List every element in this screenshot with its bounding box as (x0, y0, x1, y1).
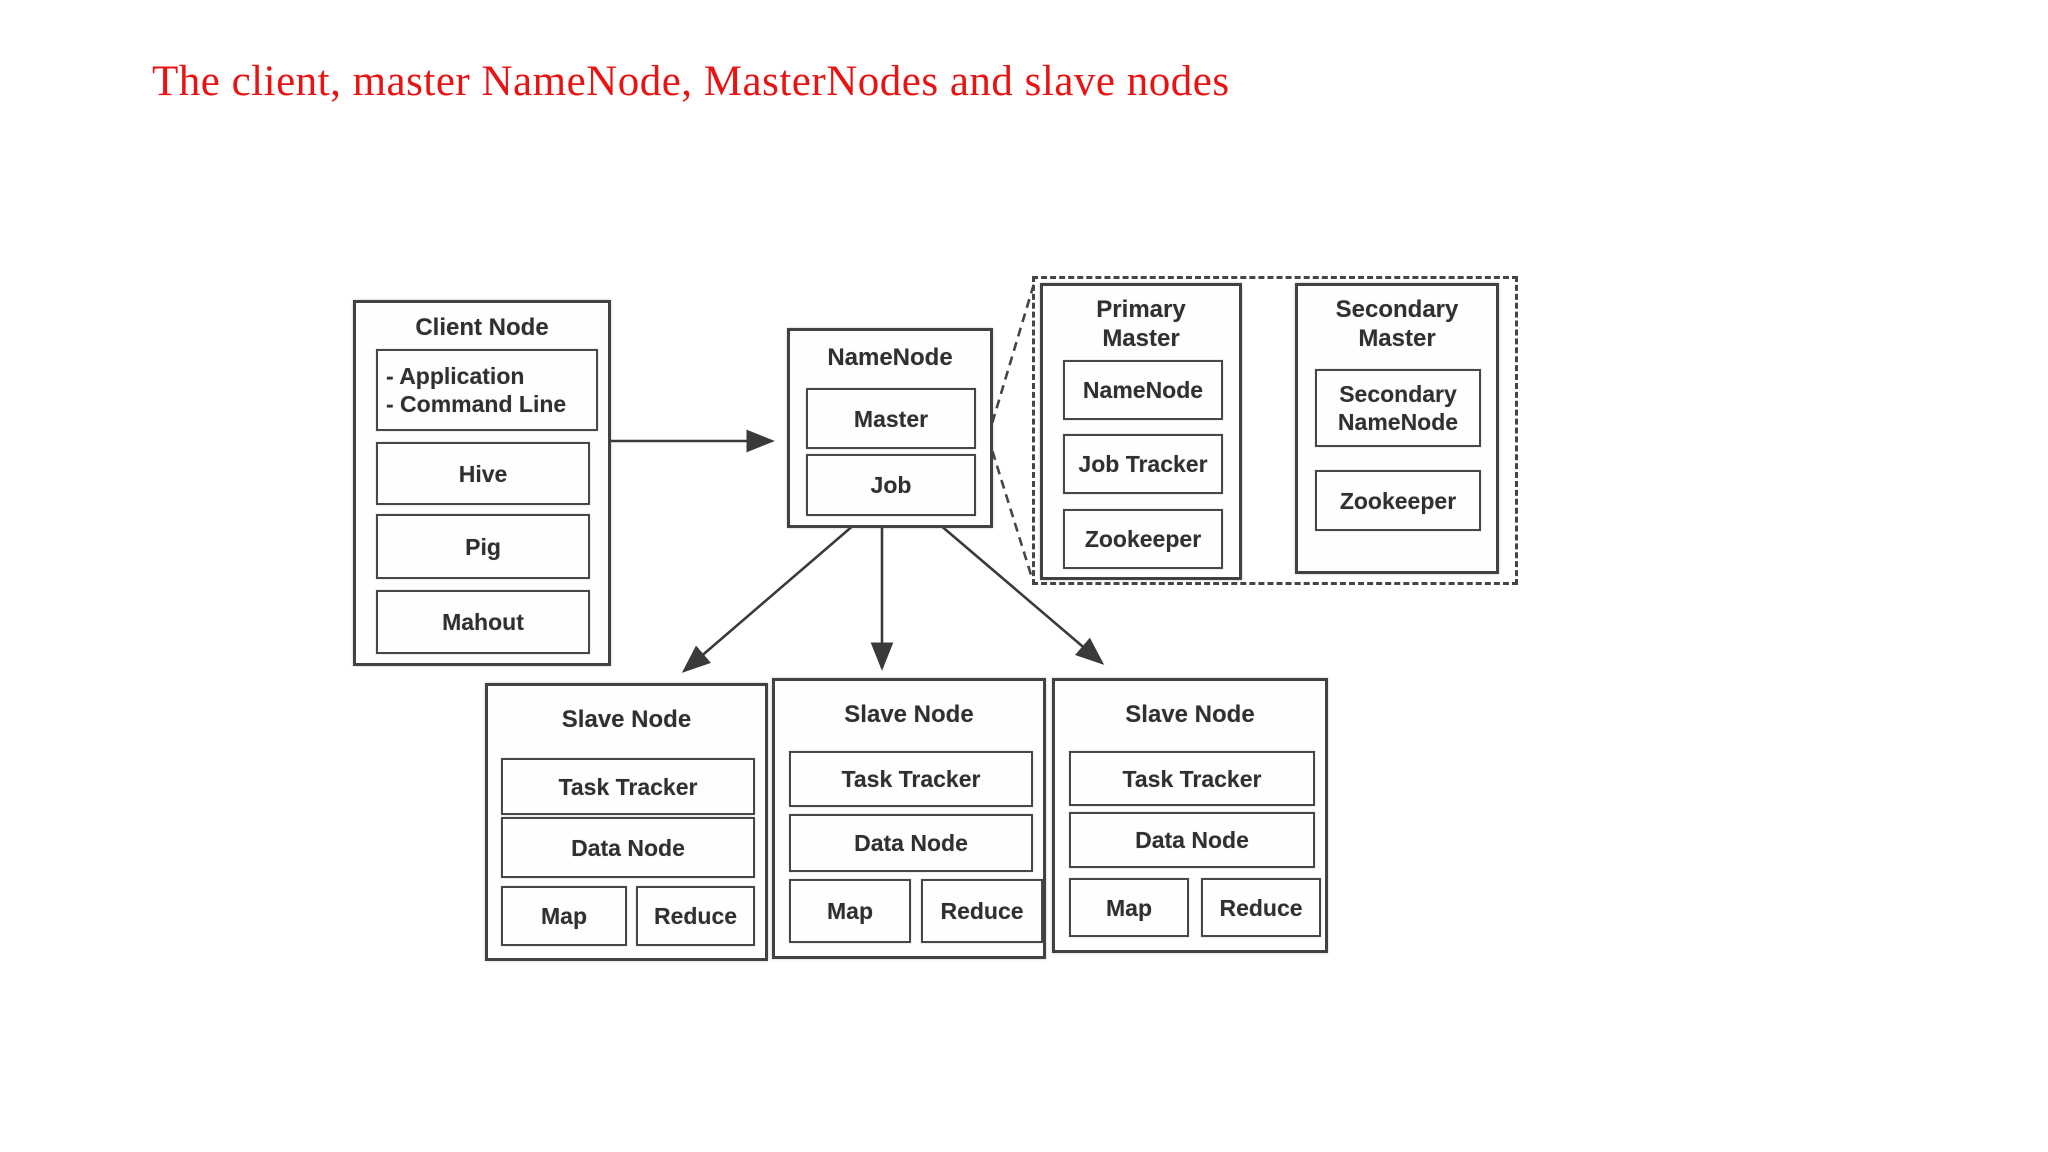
namenode-box: NameNode Master Job (787, 328, 993, 528)
application-commandline-box: - Application - Command Line (376, 349, 598, 431)
task-tracker-box: Task Tracker (1069, 751, 1315, 806)
map-box: Map (1069, 878, 1189, 937)
application-line: - Application (386, 363, 525, 389)
secondary-master-title: Secondary Master (1335, 296, 1459, 352)
slave-node-title: Slave Node (844, 701, 974, 728)
reduce-box: Reduce (636, 886, 755, 946)
secondary-namenode-box: Secondary NameNode (1315, 369, 1481, 447)
pig-box: Pig (376, 514, 590, 579)
callout-line-bottom (986, 436, 1034, 579)
slave-node-title: Slave Node (561, 706, 692, 733)
hive-box: Hive (376, 442, 590, 505)
namenode-title: NameNode (827, 344, 953, 371)
primary-master-title: Primary Master (1096, 296, 1186, 352)
map-box: Map (789, 879, 911, 943)
secondary-zookeeper-box: Zookeeper (1315, 470, 1481, 531)
client-node-title: Client Node (415, 314, 549, 341)
command-line-line: - Command Line (386, 391, 567, 417)
job-tracker-box: Job Tracker (1063, 434, 1223, 494)
map-box: Map (501, 886, 627, 946)
data-node-box: Data Node (1069, 812, 1315, 868)
primary-master-box: Primary Master NameNode Job Tracker Zook… (1040, 283, 1242, 580)
masters-group-dashed-box (1032, 276, 1518, 585)
data-node-box: Data Node (789, 814, 1033, 872)
master-box: Master (806, 388, 976, 449)
slide-title: The client, master NameNode, MasterNodes… (152, 58, 1230, 105)
arrow-namenode-to-slave-1 (681, 523, 856, 673)
mahout-box: Mahout (376, 590, 590, 654)
job-box: Job (806, 454, 976, 516)
slave-node-box-2: Slave Node Task Tracker Data Node Map Re… (772, 678, 1046, 959)
slave-node-box-3: Slave Node Task Tracker Data Node Map Re… (1052, 678, 1328, 953)
reduce-box: Reduce (1201, 878, 1321, 937)
task-tracker-box: Task Tracker (501, 758, 755, 815)
task-tracker-box: Task Tracker (789, 751, 1033, 807)
slave-node-title: Slave Node (1125, 701, 1255, 728)
reduce-box: Reduce (921, 879, 1043, 943)
primary-namenode-box: NameNode (1063, 360, 1223, 420)
data-node-box: Data Node (501, 817, 755, 878)
primary-zookeeper-box: Zookeeper (1063, 509, 1223, 569)
slave-node-box-1: Slave Node Task Tracker Data Node Map Re… (485, 683, 768, 961)
client-node-box: Client Node - Application - Command Line… (353, 300, 611, 666)
secondary-master-box: Secondary Master Secondary NameNode Zook… (1295, 283, 1499, 574)
callout-line-top (986, 276, 1038, 438)
